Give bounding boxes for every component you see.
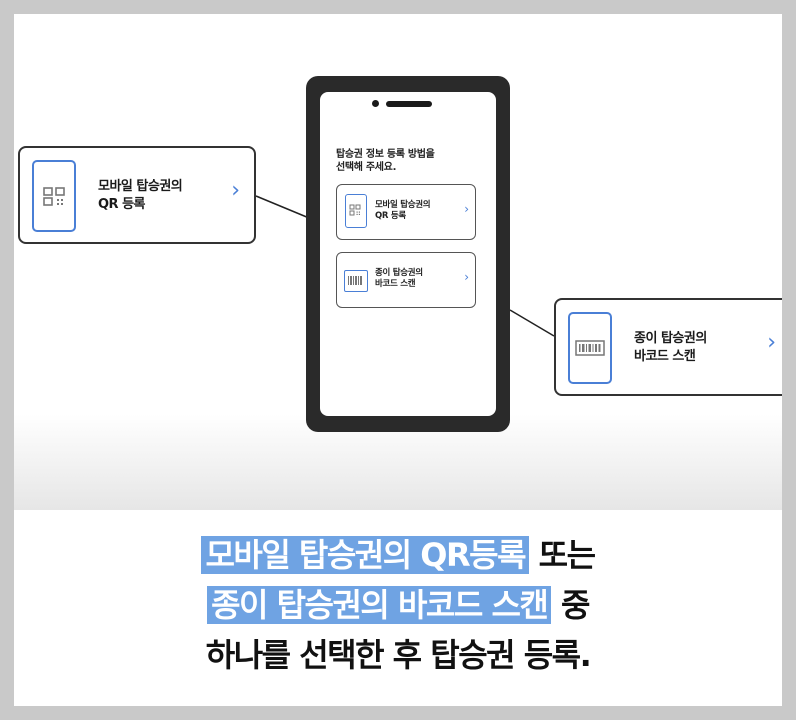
option-barcode-label: 종이 탑승권의 바코드 스캔 [375, 268, 423, 289]
chevron-right-icon: › [231, 178, 240, 203]
caption-text: 중 [551, 586, 590, 624]
caption-line-3: 하나를 선택한 후 탑승권 등록. [205, 636, 592, 674]
caption-text: 또는 [529, 536, 596, 574]
chevron-right-icon: › [464, 202, 469, 216]
screen-prompt: 탑승권 정보 등록 방법을 선택해 주세요. [336, 149, 435, 173]
caption-highlight-qr: 모바일 탑승권의 QR등록 [201, 536, 530, 574]
illustration: 모바일 탑승권의 QR 등록 › 종이 탑승권의 [14, 14, 782, 510]
qr-code-icon [32, 160, 76, 232]
chevron-right-icon: › [464, 270, 469, 284]
chevron-right-icon: › [767, 330, 776, 355]
caption-line-1: 모바일 탑승권의 QR등록 또는 [14, 530, 782, 580]
callout-barcode: 종이 탑승권의 바코드 스캔 › [554, 298, 782, 396]
callout-qr-label: 모바일 탑승권의 QR 등록 [98, 179, 183, 212]
option-barcode-scan[interactable]: 종이 탑승권의 바코드 스캔 › [336, 252, 476, 308]
content-frame: 모바일 탑승권의 QR 등록 › 종이 탑승권의 [14, 14, 782, 706]
barcode-icon [344, 270, 368, 292]
phone-screen: 탑승권 정보 등록 방법을 선택해 주세요. [320, 92, 496, 416]
caption-line-2: 종이 탑승권의 바코드 스캔 중 [14, 580, 782, 630]
phone-mockup: 탑승권 정보 등록 방법을 선택해 주세요. [306, 76, 510, 432]
barcode-icon [568, 312, 612, 384]
qr-code-icon [345, 194, 367, 228]
callout-qr: 모바일 탑승권의 QR 등록 › [18, 146, 256, 244]
camera-icon [372, 100, 379, 107]
callout-barcode-label: 종이 탑승권의 바코드 스캔 [634, 331, 707, 364]
connector-line-barcode [509, 309, 555, 337]
option-qr-register[interactable]: 모바일 탑승권의 QR 등록 › [336, 184, 476, 240]
speaker-icon [386, 101, 432, 107]
caption: 모바일 탑승권의 QR등록 또는 종이 탑승권의 바코드 스캔 중 하나를 선택… [14, 530, 782, 680]
caption-highlight-barcode: 종이 탑승권의 바코드 스캔 [207, 586, 552, 624]
option-qr-label: 모바일 탑승권의 QR 등록 [375, 200, 431, 221]
